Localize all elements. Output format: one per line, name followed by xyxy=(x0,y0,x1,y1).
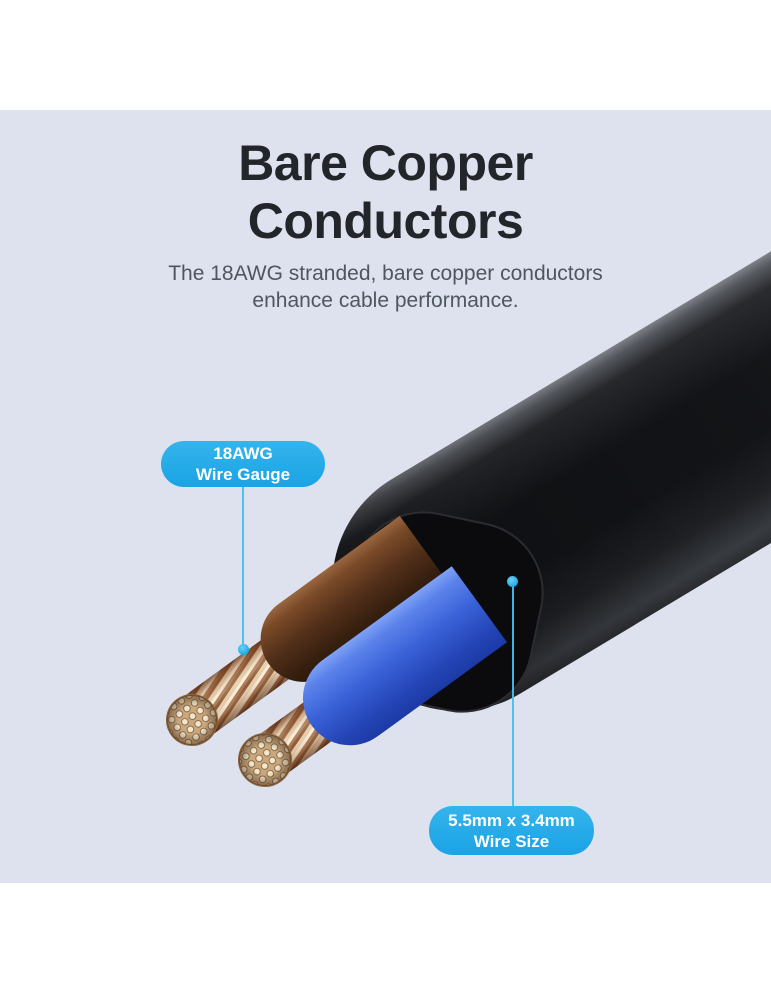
wire-gauge-label: Wire Gauge xyxy=(195,465,291,484)
wire-size-label: Wire Size xyxy=(473,831,550,851)
heading-block: Bare Copper Conductors The 18AWG strande… xyxy=(0,134,771,314)
wire-gauge-value: 18AWG xyxy=(213,444,273,463)
wire-size-value: 5.5mm x 3.4mm xyxy=(448,810,575,830)
wire-gauge-callout: 18AWG Wire Gauge xyxy=(161,441,325,487)
wire-gauge-anchor-dot-icon xyxy=(238,644,249,655)
wire-size-anchor-dot-icon xyxy=(507,576,518,587)
cable-jacket xyxy=(332,0,771,711)
page-subtitle: The 18AWG stranded, bare copper conducto… xyxy=(168,262,603,312)
page-title: Bare Copper Conductors xyxy=(238,135,533,249)
wire-gauge-callout-line xyxy=(242,487,244,650)
brown-conductor xyxy=(166,515,451,746)
blue-conductor xyxy=(238,566,508,787)
wire-size-callout-line xyxy=(512,584,514,807)
wire-size-callout: 5.5mm x 3.4mm Wire Size xyxy=(429,806,594,855)
